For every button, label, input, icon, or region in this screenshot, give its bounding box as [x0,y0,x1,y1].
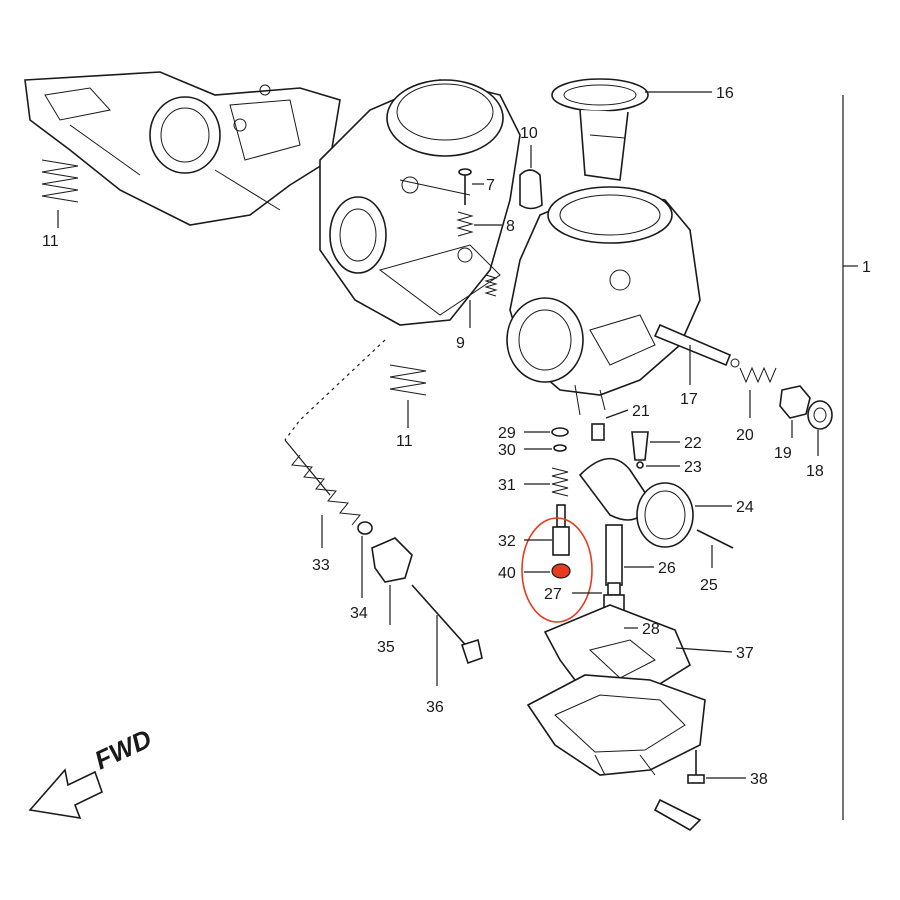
label-9: 9 [456,335,465,352]
linkage-dashed-line [284,339,386,441]
label-37: 37 [736,645,754,662]
part-labels: 1 7 8 9 10 11 11 16 17 18 19 20 [42,85,871,788]
label-30: 30 [498,442,516,459]
highlight-circle [521,517,593,623]
middle-carburetor [319,79,521,326]
label-26: 26 [658,560,676,577]
label-34: 34 [350,605,368,622]
part-7-screw [458,168,472,205]
part-29-washer [551,427,569,437]
label-18: 18 [806,463,824,480]
part-34-nut [357,521,373,535]
part-38-screw [687,750,705,784]
part-11-spring-lower [389,364,427,396]
label-32: 32 [498,533,516,550]
label-22: 22 [684,435,702,452]
label-1: 1 [862,259,871,276]
part-31-spring [551,467,569,497]
part-8-spring [456,211,474,237]
label-16: 16 [716,85,734,102]
label-38: 38 [750,771,768,788]
part-19-plug [779,385,811,419]
part-21-jet [591,423,605,441]
label-21: 21 [632,403,650,420]
label-40: 40 [498,565,516,582]
label-7: 7 [486,177,495,194]
label-19: 19 [774,445,792,462]
part-17-rod [653,323,740,368]
label-33: 33 [312,557,330,574]
linkage-line [284,439,331,496]
label-10: 10 [520,125,538,142]
label-29: 29 [498,425,516,442]
part-32-needle [552,504,570,556]
label-36: 36 [426,699,444,716]
label-31: 31 [498,477,516,494]
label-8: 8 [506,218,515,235]
fwd-label: FWD [90,723,157,775]
part-26-tube [605,524,623,586]
label-35: 35 [377,639,395,656]
label-28: 28 [642,621,660,638]
part-30-washer [553,444,567,452]
label-17: 17 [680,391,698,408]
part-40-o-ring [551,563,571,579]
label-11-upper: 11 [42,233,59,250]
part-36-screw [411,584,483,665]
part-10-cap [519,169,543,210]
label-11-lower: 11 [396,433,413,450]
part-35-bracket [371,537,413,583]
label-25: 25 [700,577,718,594]
part-23-clip [636,461,644,469]
part-25-pin [696,529,734,549]
rear-carburetor-bank [24,71,341,226]
label-24: 24 [736,499,754,516]
label-23: 23 [684,459,702,476]
part-11-spring-upper [41,159,79,203]
label-20: 20 [736,427,754,444]
label-27: 27 [544,586,562,603]
part-33-spring [291,454,361,526]
part-16-diaphragm [551,78,649,181]
float-bowl [526,674,706,831]
part-22-float-valve [631,431,649,461]
part-20-spring [739,366,777,384]
front-carburetor-body [506,186,701,416]
fwd-arrow: FWD [28,723,157,820]
part-9-spring [484,274,498,297]
part-24-float [578,457,694,548]
part-18-cap [807,400,833,430]
